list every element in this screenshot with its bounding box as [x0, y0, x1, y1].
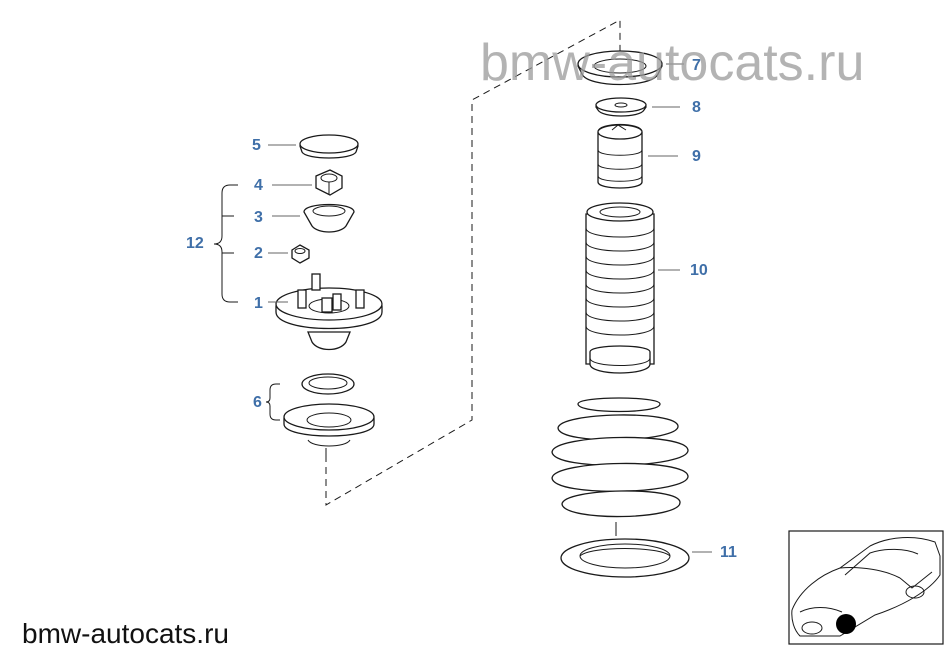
callout-6[interactable]: 6: [253, 394, 262, 411]
callout-1[interactable]: 1: [254, 295, 263, 312]
part-6-bearing-plate[interactable]: [283, 403, 375, 460]
part-4-nut[interactable]: [315, 169, 343, 196]
callout-9[interactable]: 9: [692, 148, 701, 165]
callout-8[interactable]: 8: [692, 99, 701, 116]
watermark-bottom: bmw-autocats.ru: [22, 618, 229, 649]
callout-7[interactable]: 7: [692, 57, 701, 74]
assembly-dashed-line: [325, 19, 621, 506]
part-10-protective-bellows[interactable]: [585, 202, 655, 374]
part-8-washer[interactable]: [595, 97, 647, 117]
bracket-6: [265, 383, 280, 421]
watermark-top: bmw-autocats.ru: [480, 34, 864, 92]
leader-lines: [268, 63, 712, 553]
callout-10[interactable]: 10: [690, 262, 708, 279]
callout-11[interactable]: 11: [720, 544, 737, 561]
part-5-cap[interactable]: [299, 134, 359, 159]
callout-2[interactable]: 2: [254, 245, 263, 262]
part-2-nut[interactable]: [291, 244, 310, 264]
part-3-washer[interactable]: [303, 203, 355, 233]
part-7-spring-seat[interactable]: [577, 50, 663, 86]
callout-5[interactable]: 5: [252, 137, 261, 154]
part-9-bump-stop[interactable]: [597, 123, 643, 189]
callout-12[interactable]: 12: [186, 235, 204, 252]
car-location-thumbnail-icon: [788, 530, 944, 645]
bracket-12: [213, 184, 238, 303]
part-11-spring-pad[interactable]: [560, 538, 690, 578]
part-6-bearing-ring[interactable]: [301, 373, 355, 395]
callout-3[interactable]: 3: [254, 209, 263, 226]
part-1-strut-mount[interactable]: [275, 273, 383, 351]
coil-spring[interactable]: [551, 397, 689, 536]
callout-4[interactable]: 4: [254, 177, 263, 194]
